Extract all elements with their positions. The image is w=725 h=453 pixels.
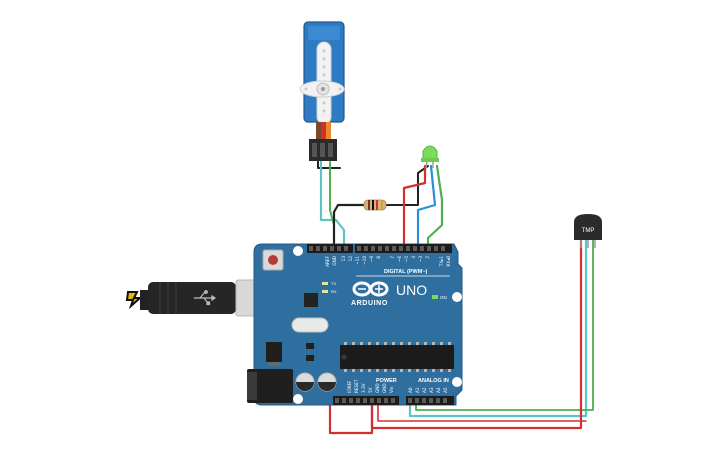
on-label: ON [440, 295, 447, 300]
header-top-right [355, 244, 452, 253]
analog-pin-label: A3 [429, 387, 434, 393]
arduino-logo-icon [352, 281, 389, 297]
power-pin-label: 5V [368, 387, 373, 393]
resistor-wire-black[interactable] [332, 203, 366, 254]
usb-icon [194, 290, 217, 306]
on-led [432, 295, 438, 299]
servo-wire-teal[interactable] [319, 160, 346, 254]
tmp-label: TMP [582, 228, 595, 234]
power-pin-label: Vin [389, 386, 394, 393]
mount-hole [452, 292, 462, 302]
servo-cable-brown [316, 122, 321, 140]
aref-pin-label: AREF [325, 255, 330, 266]
analog-pin-label: A0 [408, 387, 413, 393]
power-jack-front [247, 372, 257, 400]
mount-hole [452, 377, 462, 387]
temperature-sensor[interactable]: TMP [574, 214, 602, 248]
servo-cable-red [321, 122, 326, 140]
led-rim [421, 158, 439, 162]
smd-component [306, 343, 314, 349]
power-pin-label: GND [375, 383, 380, 393]
digital-pin-label: 2 [425, 256, 430, 259]
crystal [291, 317, 329, 333]
chip-legs-top [344, 342, 451, 345]
mount-hole [293, 394, 303, 404]
chip-legs-bottom [344, 369, 451, 372]
digital-pin-label: ~5 [404, 256, 409, 263]
usb-plug-body [148, 282, 236, 314]
tmp-body [574, 214, 602, 240]
sensor-wire-teal[interactable] [408, 238, 588, 418]
reset-button-cap[interactable] [268, 255, 278, 265]
logo-symbols [358, 285, 383, 293]
chip-notch [341, 354, 347, 360]
digital-pin-label: TX▸1 [439, 256, 444, 268]
digital-pin-label: 13 [341, 256, 346, 262]
servo-motor[interactable] [299, 21, 345, 161]
power-pin-label: RESET [354, 379, 359, 393]
power-pin-label: IOREF [347, 380, 352, 393]
analog-pin-label: A5 [443, 387, 448, 393]
digital-pin-label: 7 [390, 256, 395, 259]
power-header-label: POWER [376, 378, 397, 384]
usb-chip [304, 293, 318, 307]
digital-pin-label: ~11 [355, 256, 360, 265]
sensor-wire-green[interactable] [415, 239, 594, 411]
microcontroller-chip [340, 345, 454, 369]
tx-label: TX [331, 281, 336, 286]
servo-wire-brown[interactable] [317, 157, 341, 169]
power-pin-label: 3.3V [361, 383, 366, 393]
usb-cable-lightning-icon [125, 291, 143, 310]
digital-pin-label: 4 [411, 256, 416, 259]
resistor-wire-right[interactable] [385, 165, 429, 206]
led-wire-red[interactable] [402, 164, 427, 254]
led-dome [422, 145, 438, 161]
header-top-pins [309, 246, 445, 251]
mount-hole [293, 246, 303, 256]
wires [317, 157, 594, 435]
analog-pin-label: A1 [415, 387, 420, 393]
digital-pin-label: ~3 [418, 256, 423, 263]
power-jack [247, 369, 293, 403]
capacitor [295, 372, 315, 392]
servo-body-highlight [308, 26, 340, 40]
analog-pin-label: A2 [422, 387, 427, 393]
gnd-top-pin-label: GND [332, 256, 337, 266]
led-wire-green[interactable] [426, 164, 444, 254]
model-label: UNO [396, 282, 427, 298]
header-bottom-pins [335, 398, 447, 403]
digital-pin-label: ~9 [369, 256, 374, 263]
rx-led [322, 290, 328, 293]
digital-pin-label: ~10 [362, 256, 367, 265]
led-wire-blue[interactable] [416, 164, 437, 254]
led[interactable] [421, 145, 439, 169]
digital-pin-label: RX◂0 [446, 256, 451, 267]
arduino-uno[interactable]: AREF GND 13 12 ~11 ~10 ~9 8 7 ~6 ~5 4 ~3… [247, 243, 463, 406]
servo-cable-orange [326, 122, 331, 140]
brand-label: ARDUINO [351, 300, 388, 307]
gnd-wire-red[interactable] [377, 403, 587, 422]
voltage-regulator [266, 342, 282, 362]
smd-component [306, 355, 314, 361]
usb-strain-relief [140, 290, 150, 310]
digital-pin-label: 12 [348, 256, 353, 262]
analog-header-label: ANALOG IN [418, 378, 449, 384]
servo-horn-holes [304, 49, 342, 113]
digital-pin-label: ~6 [397, 256, 402, 263]
digital-header-label: DIGITAL (PWM~) [384, 269, 428, 275]
capacitor [317, 372, 337, 392]
tx-led [322, 282, 328, 285]
servo-shaft-center [321, 87, 325, 91]
regulator-tab [268, 362, 280, 366]
digital-pin-label: 8 [376, 256, 381, 259]
rx-label: RX [331, 289, 337, 294]
resistor[interactable] [363, 199, 387, 211]
power-pin-label: GND [382, 383, 387, 393]
analog-pin-label: A4 [436, 387, 441, 393]
